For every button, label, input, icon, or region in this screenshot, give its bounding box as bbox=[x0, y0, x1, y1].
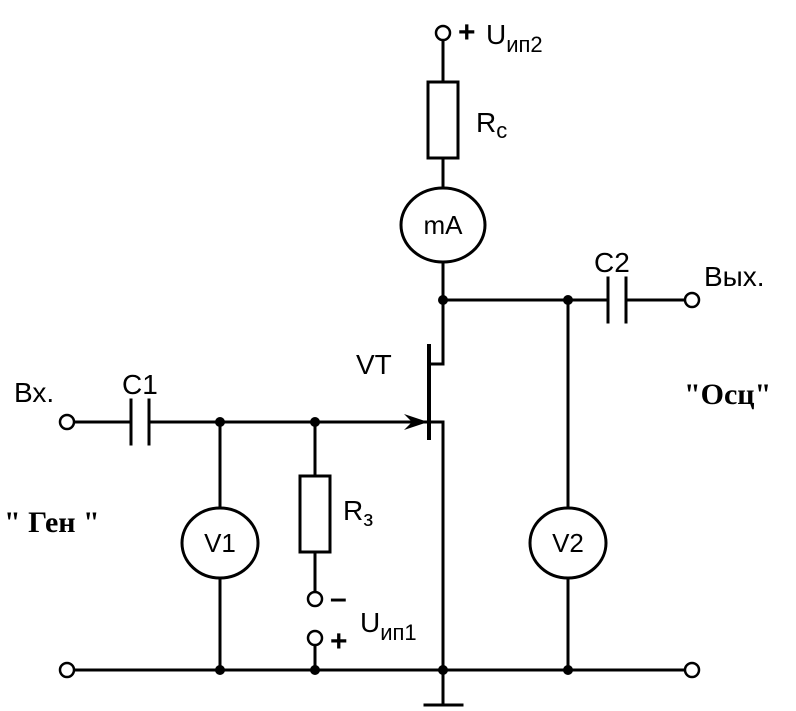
rc-label: Rc bbox=[476, 107, 507, 143]
supply2-label: Uип2 bbox=[486, 19, 543, 57]
input-label: Вх. bbox=[14, 377, 54, 408]
gate-arrow-icon bbox=[404, 414, 428, 430]
oscilloscope-label: "Осц" bbox=[684, 378, 771, 411]
voltmeter-v2-label: V2 bbox=[552, 528, 584, 558]
output-label: Вых. bbox=[704, 261, 765, 292]
supply1-label: Uип1 bbox=[360, 607, 417, 645]
jfet-transistor bbox=[404, 344, 431, 440]
voltmeter-v1: V1 bbox=[180, 506, 260, 580]
supply1-plus-sign: + bbox=[330, 625, 348, 658]
generator-label: " Ген " bbox=[4, 506, 100, 539]
supply2-plus-sign: + bbox=[458, 16, 476, 49]
input-ground-terminal bbox=[58, 661, 76, 679]
resistor-rz bbox=[298, 474, 332, 554]
supply1-minus-sign: – bbox=[330, 582, 347, 615]
c2-label: C2 bbox=[594, 247, 630, 278]
vt-label: VT bbox=[356, 349, 392, 380]
supply2-terminal bbox=[434, 24, 452, 42]
ammeter: mA bbox=[399, 186, 487, 264]
output-terminal bbox=[683, 291, 701, 309]
supply1-plus-terminal bbox=[306, 629, 324, 647]
input-terminal bbox=[58, 413, 76, 431]
capacitor-c2 bbox=[606, 276, 628, 324]
rz-label: Rз bbox=[343, 495, 373, 531]
capacitor-c1 bbox=[129, 398, 151, 446]
c1-label: C1 bbox=[122, 369, 158, 400]
ammeter-label: mA bbox=[424, 210, 464, 240]
supply1-minus-terminal bbox=[306, 590, 324, 608]
output-ground-terminal bbox=[683, 661, 701, 679]
voltmeter-v2: V2 bbox=[528, 506, 608, 580]
junctions bbox=[215, 295, 573, 675]
resistor-rc bbox=[426, 80, 460, 160]
voltmeter-v1-label: V1 bbox=[204, 528, 236, 558]
